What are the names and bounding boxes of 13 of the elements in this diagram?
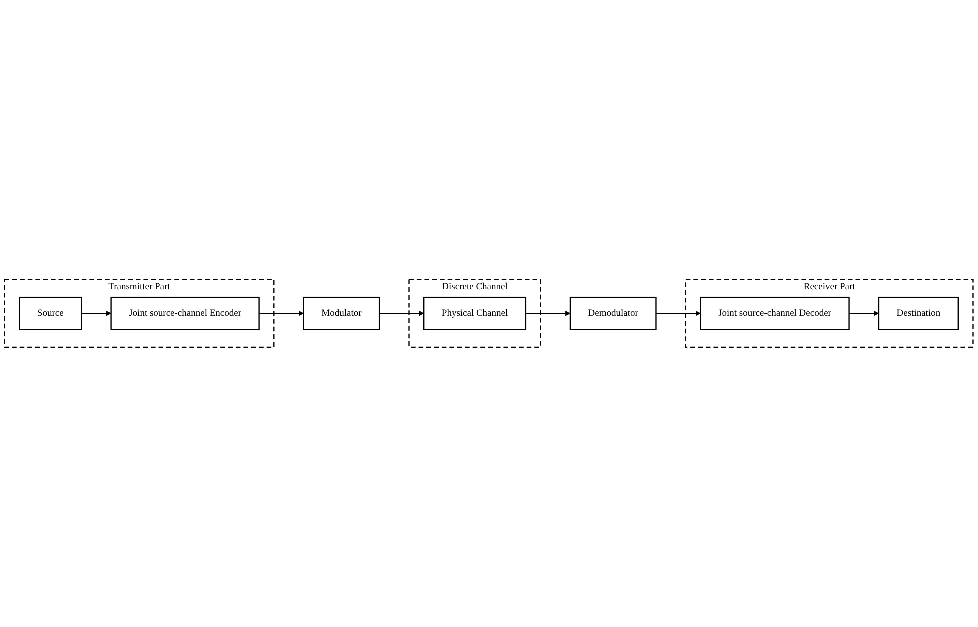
arrow <box>380 310 424 316</box>
arrow <box>656 310 701 316</box>
node-box: Physical Channel <box>424 296 527 330</box>
node-box: Demodulator <box>570 296 657 330</box>
arrow <box>849 310 880 316</box>
arrow <box>526 310 571 316</box>
arrow <box>82 310 112 316</box>
node-box: Source <box>19 296 82 330</box>
node-box: Modulator <box>303 296 380 330</box>
node-box: Joint source-channel Encoder <box>110 296 260 330</box>
arrow <box>259 310 304 316</box>
node-box: Destination <box>878 296 959 330</box>
node-box: Joint source-channel Decoder <box>700 296 850 330</box>
